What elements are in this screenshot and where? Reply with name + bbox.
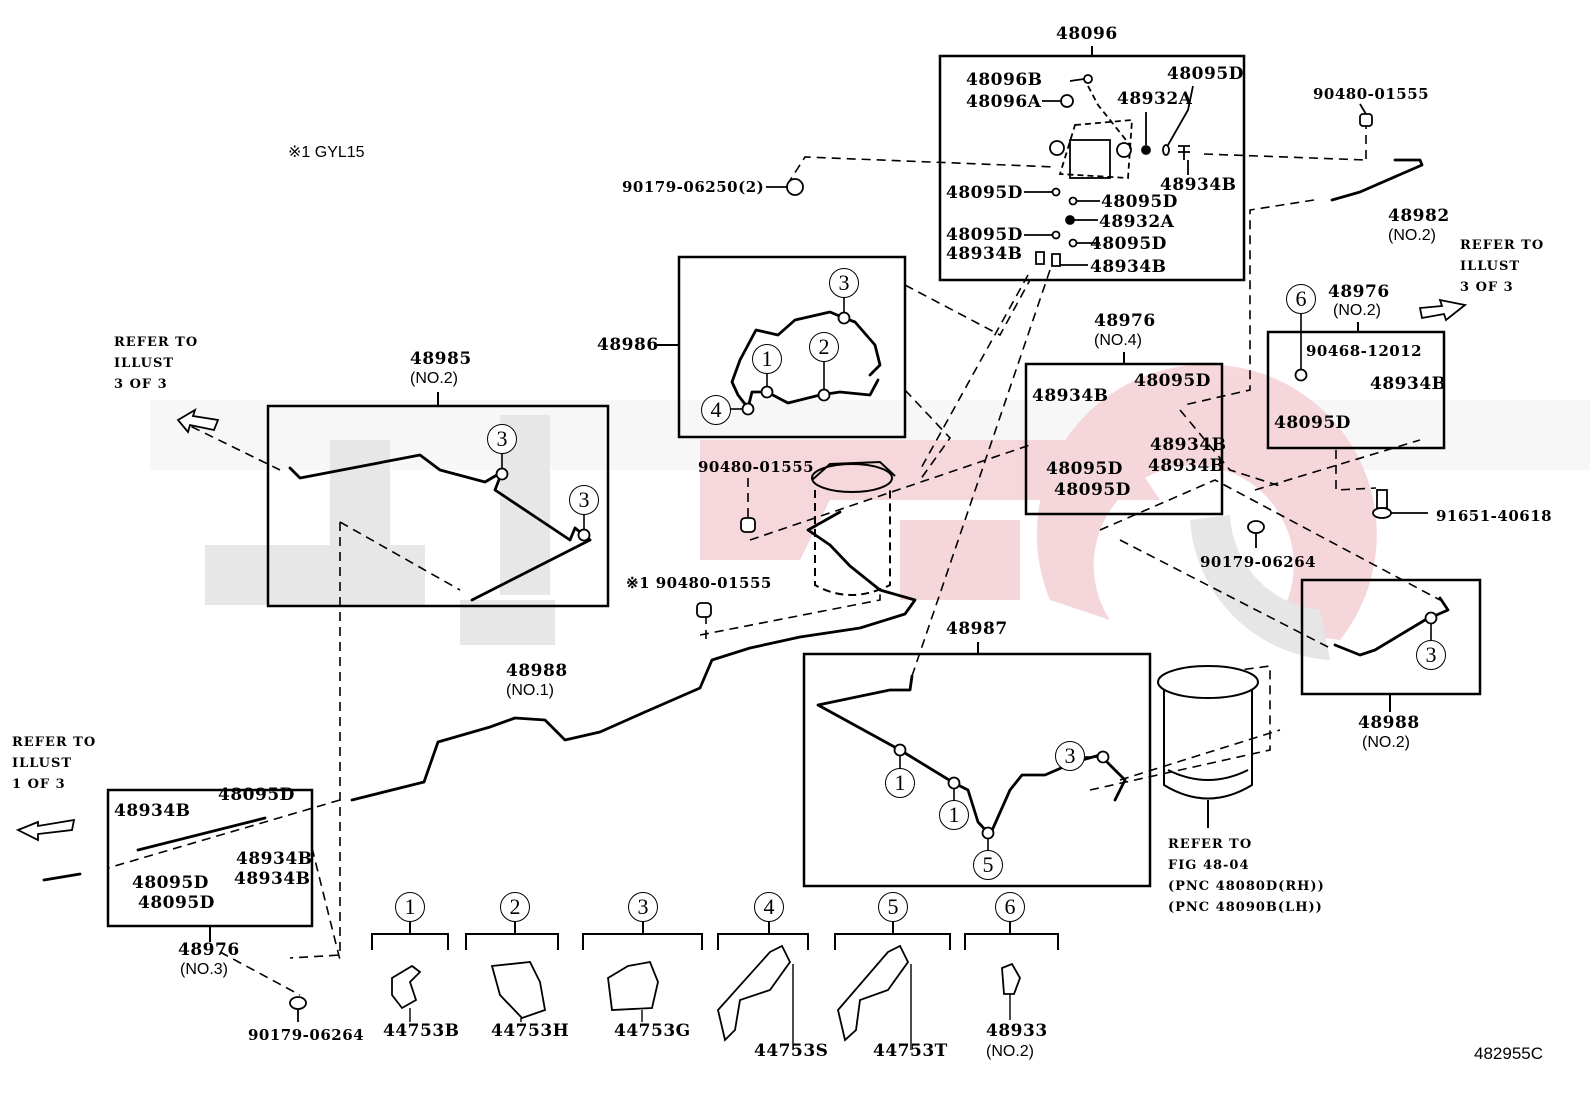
part-label-48095d[interactable]: 48095D: [1046, 459, 1123, 479]
footnote-gyl15: ※1 GYL15: [288, 144, 365, 161]
assembly-box-48988-no2: [1300, 578, 1482, 696]
clamp-callout-6: 6: [1286, 284, 1316, 314]
figure-id: 482955C: [1474, 1044, 1544, 1063]
clamp-part-label-44753h[interactable]: 44753H: [491, 1021, 570, 1041]
part-label-48095d[interactable]: 48095D: [218, 785, 295, 805]
assembly-label-48986[interactable]: 48986: [597, 335, 659, 355]
clamp-callout-5: 5: [973, 850, 1003, 880]
clamp-callout-3: 3: [1416, 640, 1446, 670]
assembly-label-48985[interactable]: 48985: [410, 349, 472, 369]
clamp-index-4: 4: [754, 892, 784, 922]
assembly-variant-48976-no3: (NO.3): [180, 961, 228, 978]
part-label-48934b[interactable]: 48934B: [1160, 175, 1237, 195]
part-label-48934b[interactable]: 48934B: [946, 244, 1023, 264]
assembly-box-48985: [266, 404, 610, 608]
assembly-variant-48988-no1: (NO.1): [506, 682, 554, 699]
assembly-variant-48985: (NO.2): [410, 370, 458, 387]
assembly-label-48982[interactable]: 48982: [1388, 206, 1450, 226]
reference-note-left-top[interactable]: REFER TO ILLUST 3 OF 3: [114, 335, 199, 392]
clamp-callout-3: 3: [829, 268, 859, 298]
part-label-48932a[interactable]: 48932A: [1117, 89, 1193, 109]
part-label-48095d[interactable]: 48095D: [946, 183, 1023, 203]
clamp-callout-2: 2: [809, 332, 839, 362]
part-label-48095d[interactable]: 48095D: [1054, 480, 1131, 500]
part-label-48934b[interactable]: 48934B: [236, 849, 313, 869]
clamp-part-label-44753g[interactable]: 44753G: [614, 1021, 691, 1041]
part-label-48095d[interactable]: 48095D: [138, 893, 215, 913]
part-label-90179-06264[interactable]: 90179-06264: [248, 1026, 365, 1044]
part-label-90179-06250[interactable]: 90179-06250(2): [622, 178, 765, 196]
part-label-90480-01555-gyl15[interactable]: ※1 90480-01555: [626, 574, 772, 592]
clamp-callout-3: 3: [1055, 741, 1085, 771]
reference-note-right-top[interactable]: REFER TO ILLUST 3 OF 3: [1460, 238, 1545, 295]
clamp-part-variant-48933: (NO.2): [986, 1043, 1034, 1060]
assembly-variant-48976-no2: (NO.2): [1333, 302, 1381, 319]
assembly-label-48976-no3[interactable]: 48976: [178, 940, 240, 960]
assembly-label-48987[interactable]: 48987: [946, 619, 1008, 639]
assembly-label-48096[interactable]: 48096: [1056, 24, 1118, 44]
clamp-callout-1: 1: [939, 800, 969, 830]
part-label-48934b[interactable]: 48934B: [1090, 257, 1167, 277]
part-label-48096b[interactable]: 48096B: [966, 70, 1043, 90]
clamp-part-label-44753s[interactable]: 44753S: [754, 1041, 829, 1061]
clamp-part-label-48933[interactable]: 48933: [986, 1021, 1048, 1041]
assembly-box-48976-no2: [1266, 330, 1446, 450]
part-label-48934b[interactable]: 48934B: [234, 869, 311, 889]
clamp-callout-3: 3: [569, 485, 599, 515]
part-label-48934b[interactable]: 48934B: [1370, 374, 1447, 394]
assembly-box-48987: [802, 652, 1152, 888]
part-label-48095d[interactable]: 48095D: [1101, 192, 1178, 212]
reference-note-fig-48-04[interactable]: REFER TO FIG 48-04 (PNC 48080D(RH)) (PNC…: [1168, 837, 1325, 915]
part-label-90480-01555[interactable]: 90480-01555: [698, 458, 815, 476]
part-label-48095d[interactable]: 48095D: [1274, 413, 1351, 433]
part-label-48932a[interactable]: 48932A: [1099, 212, 1175, 232]
clamp-index-1: 1: [395, 892, 425, 922]
assembly-variant-48982: (NO.2): [1388, 227, 1436, 244]
part-label-48934b[interactable]: 48934B: [1150, 435, 1227, 455]
clamp-index-2: 2: [500, 892, 530, 922]
clamp-index-6: 6: [995, 892, 1025, 922]
reference-note-left-bottom[interactable]: REFER TO ILLUST 1 OF 3: [12, 735, 97, 792]
part-label-48934b[interactable]: 48934B: [1032, 386, 1109, 406]
assembly-label-48976-no4[interactable]: 48976: [1094, 311, 1156, 331]
part-label-48095d[interactable]: 48095D: [1167, 64, 1244, 84]
clamp-callout-1: 1: [885, 768, 915, 798]
assembly-label-48988-no1[interactable]: 48988: [506, 661, 568, 681]
part-label-48934b[interactable]: 48934B: [114, 801, 191, 821]
clamp-callout-4: 4: [701, 395, 731, 425]
clamp-callout-1: 1: [752, 344, 782, 374]
part-label-90179-06264[interactable]: 90179-06264: [1200, 553, 1317, 571]
assembly-label-48976-no2[interactable]: 48976: [1328, 282, 1390, 302]
part-label-48095d[interactable]: 48095D: [1134, 371, 1211, 391]
part-label-48095d[interactable]: 48095D: [946, 225, 1023, 245]
part-label-48096a[interactable]: 48096A: [966, 92, 1042, 112]
assembly-box-48986: [677, 255, 907, 439]
assembly-variant-48988-no2: (NO.2): [1362, 734, 1410, 751]
part-label-48095d[interactable]: 48095D: [132, 873, 209, 893]
clamp-callout-3: 3: [487, 424, 517, 454]
part-label-48095d[interactable]: 48095D: [1090, 234, 1167, 254]
assembly-label-48988-no2[interactable]: 48988: [1358, 713, 1420, 733]
clamp-part-label-44753t[interactable]: 44753T: [873, 1041, 948, 1061]
part-label-90480-01555[interactable]: 90480-01555: [1313, 85, 1430, 103]
assembly-variant-48976-no4: (NO.4): [1094, 332, 1142, 349]
part-label-91651-40618[interactable]: 91651-40618: [1436, 507, 1553, 525]
part-label-90468-12012[interactable]: 90468-12012: [1306, 342, 1423, 360]
clamp-index-3: 3: [628, 892, 658, 922]
clamp-index-5: 5: [878, 892, 908, 922]
part-label-48934b[interactable]: 48934B: [1148, 456, 1225, 476]
clamp-part-label-44753b[interactable]: 44753B: [383, 1021, 460, 1041]
